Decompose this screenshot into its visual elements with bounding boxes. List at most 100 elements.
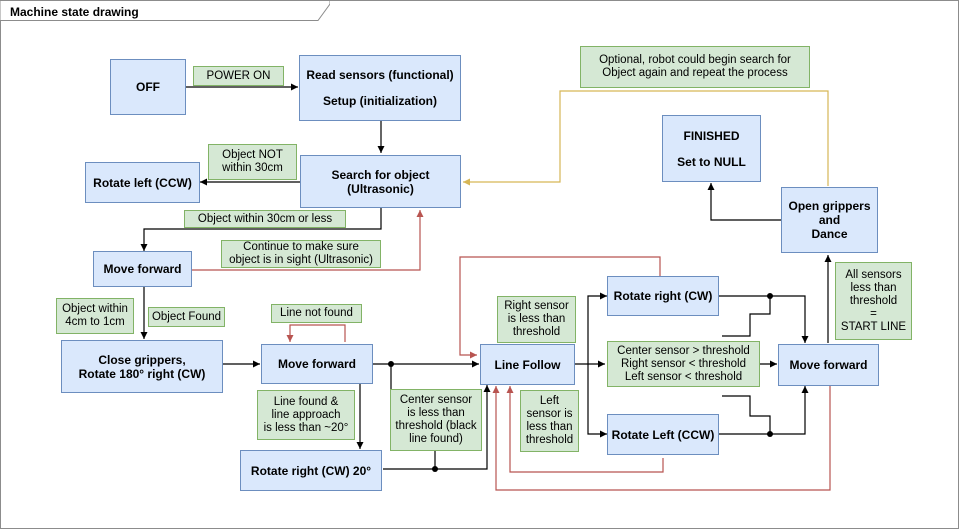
junction-dot bbox=[767, 431, 773, 437]
edge-rotateleft-junction bbox=[722, 395, 771, 434]
note-right-sensor: Right sensor is less than threshold bbox=[497, 296, 576, 343]
note-left-sensor: Left sensor is less than threshold bbox=[520, 390, 579, 452]
state-open-grippers-line1: Open grippers bbox=[788, 199, 871, 213]
state-move-forward-2-label: Move forward bbox=[277, 357, 356, 371]
note-left-sensor-line3: less than bbox=[526, 421, 573, 433]
state-search-line1: Search for object bbox=[331, 167, 430, 182]
note-not-within-line2: within 30cm bbox=[222, 162, 283, 174]
note-line-not-found: Line not found bbox=[271, 304, 362, 323]
state-close-grippers: Close grippers, Rotate 180° right (CW) bbox=[61, 340, 223, 393]
note-within-30cm: Object within 30cm or less bbox=[184, 210, 346, 228]
note-left-sensor-line4: threshold bbox=[525, 434, 574, 446]
junction-dot bbox=[388, 361, 394, 367]
state-close-grippers-line1: Close grippers, bbox=[98, 352, 186, 367]
note-center-gt-line2: Right sensor < threshold bbox=[621, 357, 746, 370]
note-center-sensor-line3: threshold (black bbox=[395, 420, 477, 432]
state-finished-line2: Set to NULL bbox=[677, 154, 746, 169]
note-center-sensor: Center sensor is less than threshold (bl… bbox=[390, 389, 482, 451]
edge-rotateright-junction bbox=[722, 296, 771, 337]
state-close-grippers-line2: Rotate 180° right (CW) bbox=[78, 366, 206, 381]
edge-open-to-finished bbox=[707, 183, 781, 221]
note-center-sensor-line1: Center sensor bbox=[399, 394, 473, 406]
state-rotate-right-cw-label: Rotate right (CW) bbox=[613, 289, 713, 303]
note-continue-line2: object is in sight (Ultrasonic) bbox=[229, 254, 373, 266]
title-tab bbox=[0, 0, 330, 21]
state-read-sensors-line1: Read sensors (functional) bbox=[306, 68, 454, 82]
note-continue: Continue to make sure object is in sight… bbox=[221, 240, 381, 268]
state-finished-line1: FINISHED bbox=[683, 128, 740, 143]
state-rotate-left-ccw-label: Rotate left (CCW) bbox=[93, 175, 192, 190]
note-power-on-text: POWER ON bbox=[206, 69, 271, 82]
edge-linefollow-to-rotateleft bbox=[587, 364, 607, 438]
state-open-grippers: Open grippers and Dance bbox=[781, 187, 878, 253]
note-line-found-line1: Line found & bbox=[273, 395, 339, 408]
note-not-within-line1: Object NOT bbox=[222, 149, 283, 161]
note-right-sensor-line2: is less than bbox=[507, 313, 566, 325]
edge-line-not-found-loop bbox=[286, 324, 346, 342]
note-optional-line2: Object again and repeat the process bbox=[602, 67, 788, 79]
note-all-sensors-line4: = bbox=[870, 307, 877, 320]
state-read-sensors-line2: Setup (initialization) bbox=[323, 94, 437, 108]
state-off-label: OFF bbox=[136, 80, 160, 94]
edge-rotateright-back bbox=[459, 256, 661, 359]
edge-rotateleft-to-move3 bbox=[719, 386, 809, 435]
junction-dot bbox=[767, 293, 773, 299]
note-object-not-within: Object NOT within 30cm bbox=[208, 144, 297, 180]
junction-dot bbox=[432, 466, 438, 472]
state-rotate-left-ccw-2-label: Rotate Left (CCW) bbox=[611, 427, 715, 442]
note-line-found: Line found & line approach is less than … bbox=[257, 390, 355, 440]
state-open-grippers-line3: Dance bbox=[811, 227, 848, 241]
note-center-sensor-line2: is less than bbox=[407, 407, 465, 419]
note-left-sensor-line1: Left bbox=[539, 395, 560, 407]
note-right-sensor-line3: threshold bbox=[512, 326, 561, 338]
note-within-30cm-text: Object within 30cm or less bbox=[197, 212, 333, 225]
note-all-sensors-line5: START LINE bbox=[840, 320, 907, 333]
note-within-4-line2: 4cm to 1cm bbox=[65, 316, 125, 328]
edge-optional-restart bbox=[463, 90, 829, 186]
edge-move3-back bbox=[492, 386, 831, 491]
note-object-within-4cm: Object within 4cm to 1cm bbox=[56, 298, 134, 334]
edge-rotate20-to-linefollow bbox=[435, 385, 491, 470]
note-object-found-text: Object Found bbox=[151, 310, 222, 323]
state-move-forward-3-label: Move forward bbox=[789, 358, 868, 372]
note-all-sensors-line3: threshold bbox=[849, 294, 898, 307]
note-center-gt-line3: Left sensor < threshold bbox=[624, 370, 743, 383]
note-optional: Optional, robot could begin search for O… bbox=[580, 46, 810, 88]
note-center-greater: Center sensor > threshold Right sensor <… bbox=[607, 341, 760, 387]
note-line-not-found-text: Line not found bbox=[280, 307, 353, 319]
note-power-on: POWER ON bbox=[193, 66, 284, 86]
edge-rotateright-to-move3 bbox=[719, 295, 809, 343]
note-continue-line1: Continue to make sure bbox=[243, 241, 359, 253]
state-rotate-left-ccw-2: Rotate Left (CCW) bbox=[607, 414, 719, 455]
state-move-forward-2: Move forward bbox=[261, 344, 373, 384]
note-left-sensor-line2: sensor is bbox=[526, 408, 573, 420]
state-line-follow: Line Follow bbox=[480, 344, 575, 385]
note-within-4-line1: Object within bbox=[62, 303, 128, 315]
state-open-grippers-line2: and bbox=[818, 213, 841, 227]
state-read-sensors: Read sensors (functional) Setup (initial… bbox=[299, 55, 461, 121]
note-all-sensors: All sensors less than threshold = START … bbox=[835, 262, 912, 340]
state-finished: FINISHED Set to NULL bbox=[662, 115, 761, 182]
edge-rotateleft-back bbox=[506, 386, 664, 473]
note-line-found-line3: is less than ~20° bbox=[263, 421, 349, 434]
note-right-sensor-line1: Right sensor bbox=[504, 300, 569, 312]
note-all-sensors-line1: All sensors bbox=[845, 268, 902, 281]
state-rotate-right-20: Rotate right (CW) 20° bbox=[240, 450, 382, 491]
state-rotate-right-20-label: Rotate right (CW) 20° bbox=[250, 463, 372, 478]
state-rotate-left-ccw: Rotate left (CCW) bbox=[85, 162, 200, 203]
state-line-follow-label: Line Follow bbox=[494, 357, 561, 372]
note-center-gt-line1: Center sensor > threshold bbox=[617, 344, 750, 357]
state-move-forward-1: Move forward bbox=[93, 251, 192, 287]
state-search-object: Search for object (Ultrasonic) bbox=[300, 155, 461, 208]
state-search-line2: (Ultrasonic) bbox=[347, 181, 414, 196]
note-all-sensors-line2: less than bbox=[850, 281, 897, 294]
state-move-forward-1-label: Move forward bbox=[103, 262, 182, 276]
diagram-title: Machine state drawing bbox=[10, 5, 139, 19]
note-object-found: Object Found bbox=[148, 307, 225, 327]
edge-search-to-move1 bbox=[140, 208, 382, 251]
note-center-sensor-line4: line found) bbox=[409, 433, 463, 445]
state-rotate-right-cw: Rotate right (CW) bbox=[607, 276, 719, 316]
edge-move1-back-to-search bbox=[192, 210, 424, 271]
